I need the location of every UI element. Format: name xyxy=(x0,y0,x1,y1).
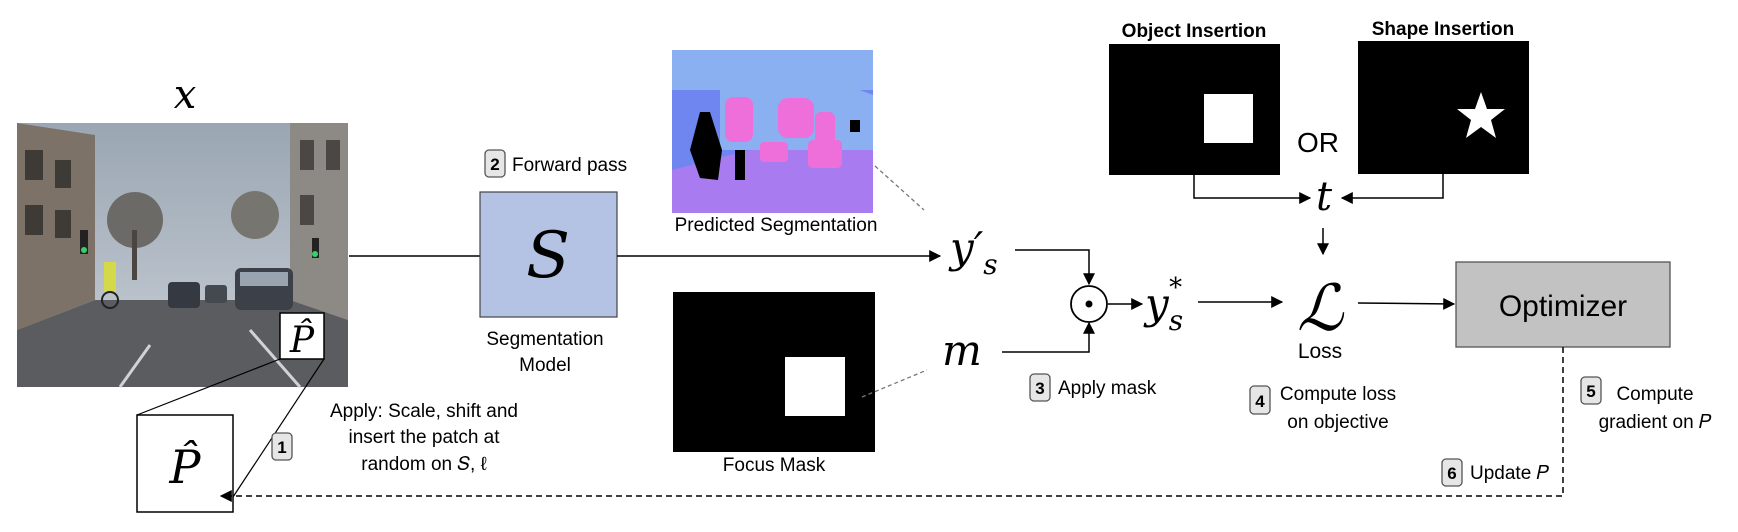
predicted-segmentation-label: Predicted Segmentation xyxy=(675,215,878,236)
patch-symbol-large: P̂ xyxy=(169,440,202,494)
segmentation-model-label-1: Segmentation xyxy=(486,329,603,350)
or-label: OR xyxy=(1297,127,1339,158)
mask-symbol-m: m xyxy=(942,326,982,375)
step-6-label: Update 𝑃 xyxy=(1470,463,1550,484)
step-1-badge xyxy=(271,432,293,461)
step-1-number: 1 xyxy=(277,438,286,457)
shape-insertion-image xyxy=(1358,41,1529,174)
segmentation-model-box xyxy=(479,191,618,318)
predicted-segmentation-image xyxy=(672,50,873,213)
optimizer-box xyxy=(1455,261,1671,348)
object-insertion-square xyxy=(1204,94,1253,143)
mask-to-odot-arrow xyxy=(1002,321,1095,353)
step-2-number: 2 xyxy=(490,155,499,174)
loss-label: Loss xyxy=(1298,340,1342,363)
loss-symbol: ℒ xyxy=(1297,272,1345,346)
step-4-number: 4 xyxy=(1255,392,1265,411)
segmentation-model-label-2: Model xyxy=(519,355,571,376)
object-to-target-arrow xyxy=(1193,175,1312,204)
prediction-dashed-link xyxy=(874,165,925,211)
step-3-label: Apply mask xyxy=(1058,378,1157,399)
object-insertion-title: Object Insertion xyxy=(1122,21,1267,42)
step-5-number: 5 xyxy=(1586,382,1595,401)
optimizer-label: Optimizer xyxy=(1499,290,1627,323)
step-5-badge xyxy=(1580,376,1602,405)
step-1-line-3: random on 𝑆, ℓ xyxy=(361,454,487,475)
shape-to-target-arrow xyxy=(1340,174,1444,204)
elementwise-product-dot xyxy=(1085,300,1093,308)
object-insertion-image xyxy=(1109,44,1280,175)
input-symbol-x: x xyxy=(174,72,197,118)
patch-on-image xyxy=(279,312,325,360)
step-3-number: 3 xyxy=(1035,379,1044,398)
step-1-line-2: insert the patch at xyxy=(348,427,500,448)
step-5-line-1: Compute xyxy=(1616,384,1693,405)
prediction-to-odot-arrow xyxy=(1015,249,1095,286)
step-3-badge xyxy=(1029,373,1051,402)
step-6-badge xyxy=(1441,458,1463,487)
segmentation-model-symbol: S xyxy=(526,219,570,293)
update-patch-dashed-arrow xyxy=(219,347,1564,502)
prediction-symbol-ys-prime: y′s xyxy=(948,223,998,281)
loss-to-optimizer-arrow xyxy=(1357,297,1456,310)
step-4-line-1: Compute loss xyxy=(1280,384,1396,405)
step-6-number: 6 xyxy=(1447,464,1456,483)
focus-mask-label: Focus Mask xyxy=(723,455,826,476)
patch-enlarged xyxy=(136,414,234,513)
step-4-line-2: on objective xyxy=(1287,412,1388,433)
step-2-label: Forward pass xyxy=(512,155,627,176)
shape-insertion-title: Shape Insertion xyxy=(1372,19,1515,40)
patch-symbol-small: P̂ xyxy=(289,318,315,361)
target-symbol-t: t xyxy=(1316,174,1333,220)
step-2-badge xyxy=(484,149,506,178)
masked-prediction-symbol: ys* xyxy=(1143,273,1183,337)
star-icon xyxy=(1457,92,1505,138)
mask-dashed-link xyxy=(861,369,928,398)
step-1-line-1: Apply: Scale, shift and xyxy=(330,401,518,422)
step-4-badge xyxy=(1249,385,1271,415)
step-5-line-2: gradient on 𝑃 xyxy=(1599,412,1712,433)
focus-mask-white-region xyxy=(785,357,845,416)
